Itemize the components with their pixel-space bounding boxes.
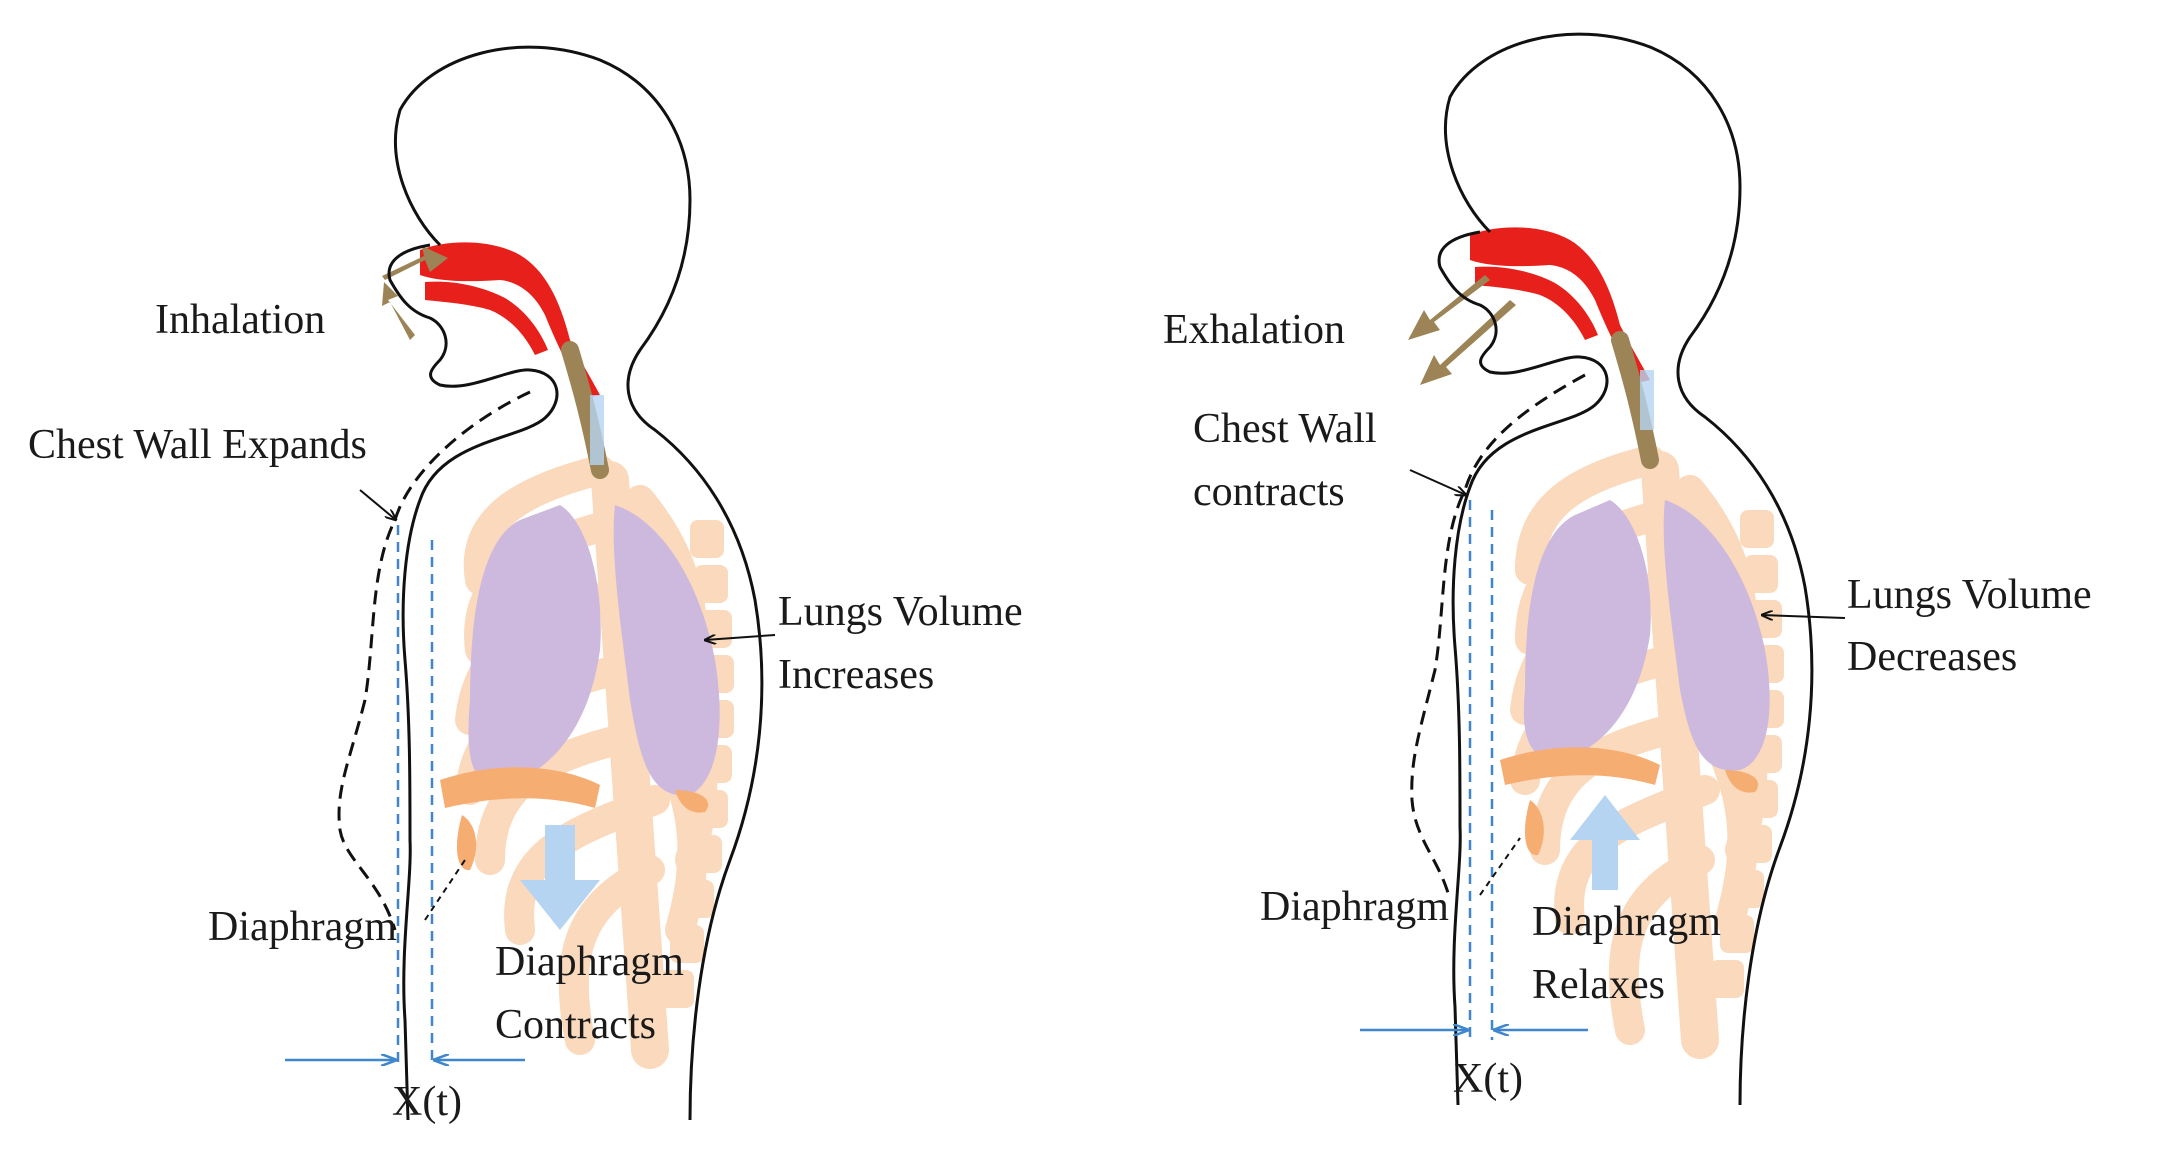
lungs	[1523, 500, 1770, 771]
chest-wall-baseline-outline	[1410, 373, 1586, 901]
displacement-guides	[396, 525, 434, 1065]
diaphragm-action-line2: Relaxes	[1532, 962, 1665, 1008]
diaphragm-action-line1: Diaphragm	[495, 939, 684, 985]
airflow-out-arrows	[1408, 275, 1516, 385]
diaphragm-leader	[1479, 837, 1521, 896]
trachea-base	[590, 395, 604, 465]
phase-label: Exhalation	[1163, 307, 1345, 353]
diaphragm	[1500, 747, 1759, 856]
airflow-in-arrows	[382, 246, 448, 340]
phase-label: Inhalation	[155, 297, 325, 343]
diaphragm-label: Diaphragm	[208, 904, 397, 950]
lungs-label-line1: Lungs Volume	[778, 589, 1023, 635]
lungs-label-line1: Lungs Volume	[1847, 572, 2092, 618]
diaphragm-down-arrow	[520, 825, 600, 930]
body-outline	[1437, 32, 1814, 1106]
displacement-label: X(t)	[1453, 1056, 1523, 1102]
trachea-base	[1640, 370, 1654, 430]
diaphragm-label: Diaphragm	[1260, 884, 1449, 930]
diaphragm-action-line1: Diaphragm	[1532, 899, 1721, 945]
chest-wall-expanded-outline	[337, 390, 531, 931]
lungs-label-line2: Increases	[778, 652, 934, 698]
inhalation-panel: Inhalation Chest Wall Expands Lungs Volu…	[28, 45, 1023, 1125]
displacement-label: X(t)	[392, 1079, 462, 1125]
lungs-leader	[705, 634, 776, 640]
chest-wall-leader	[359, 489, 396, 520]
chest-wall-label-line1: Chest Wall	[1193, 406, 1377, 452]
lungs-label-line2: Decreases	[1847, 634, 2017, 680]
chest-wall-leader	[1409, 469, 1466, 495]
lungs	[468, 505, 720, 796]
displacement-guides	[1468, 500, 1494, 1040]
diaphragm-up-arrow	[1570, 795, 1640, 890]
diaphragm-leader	[424, 859, 466, 921]
body-outline	[387, 45, 764, 1121]
lungs-leader	[1762, 615, 1846, 618]
diaphragm-action-line2: Contracts	[495, 1002, 656, 1048]
chest-wall-label: Chest Wall Expands	[28, 422, 367, 468]
diaphragm	[440, 767, 709, 871]
trachea	[1611, 331, 1659, 469]
chest-wall-label-line2: contracts	[1193, 469, 1345, 515]
exhalation-panel: Exhalation Chest Wall contracts Lungs Vo…	[1163, 32, 2092, 1106]
